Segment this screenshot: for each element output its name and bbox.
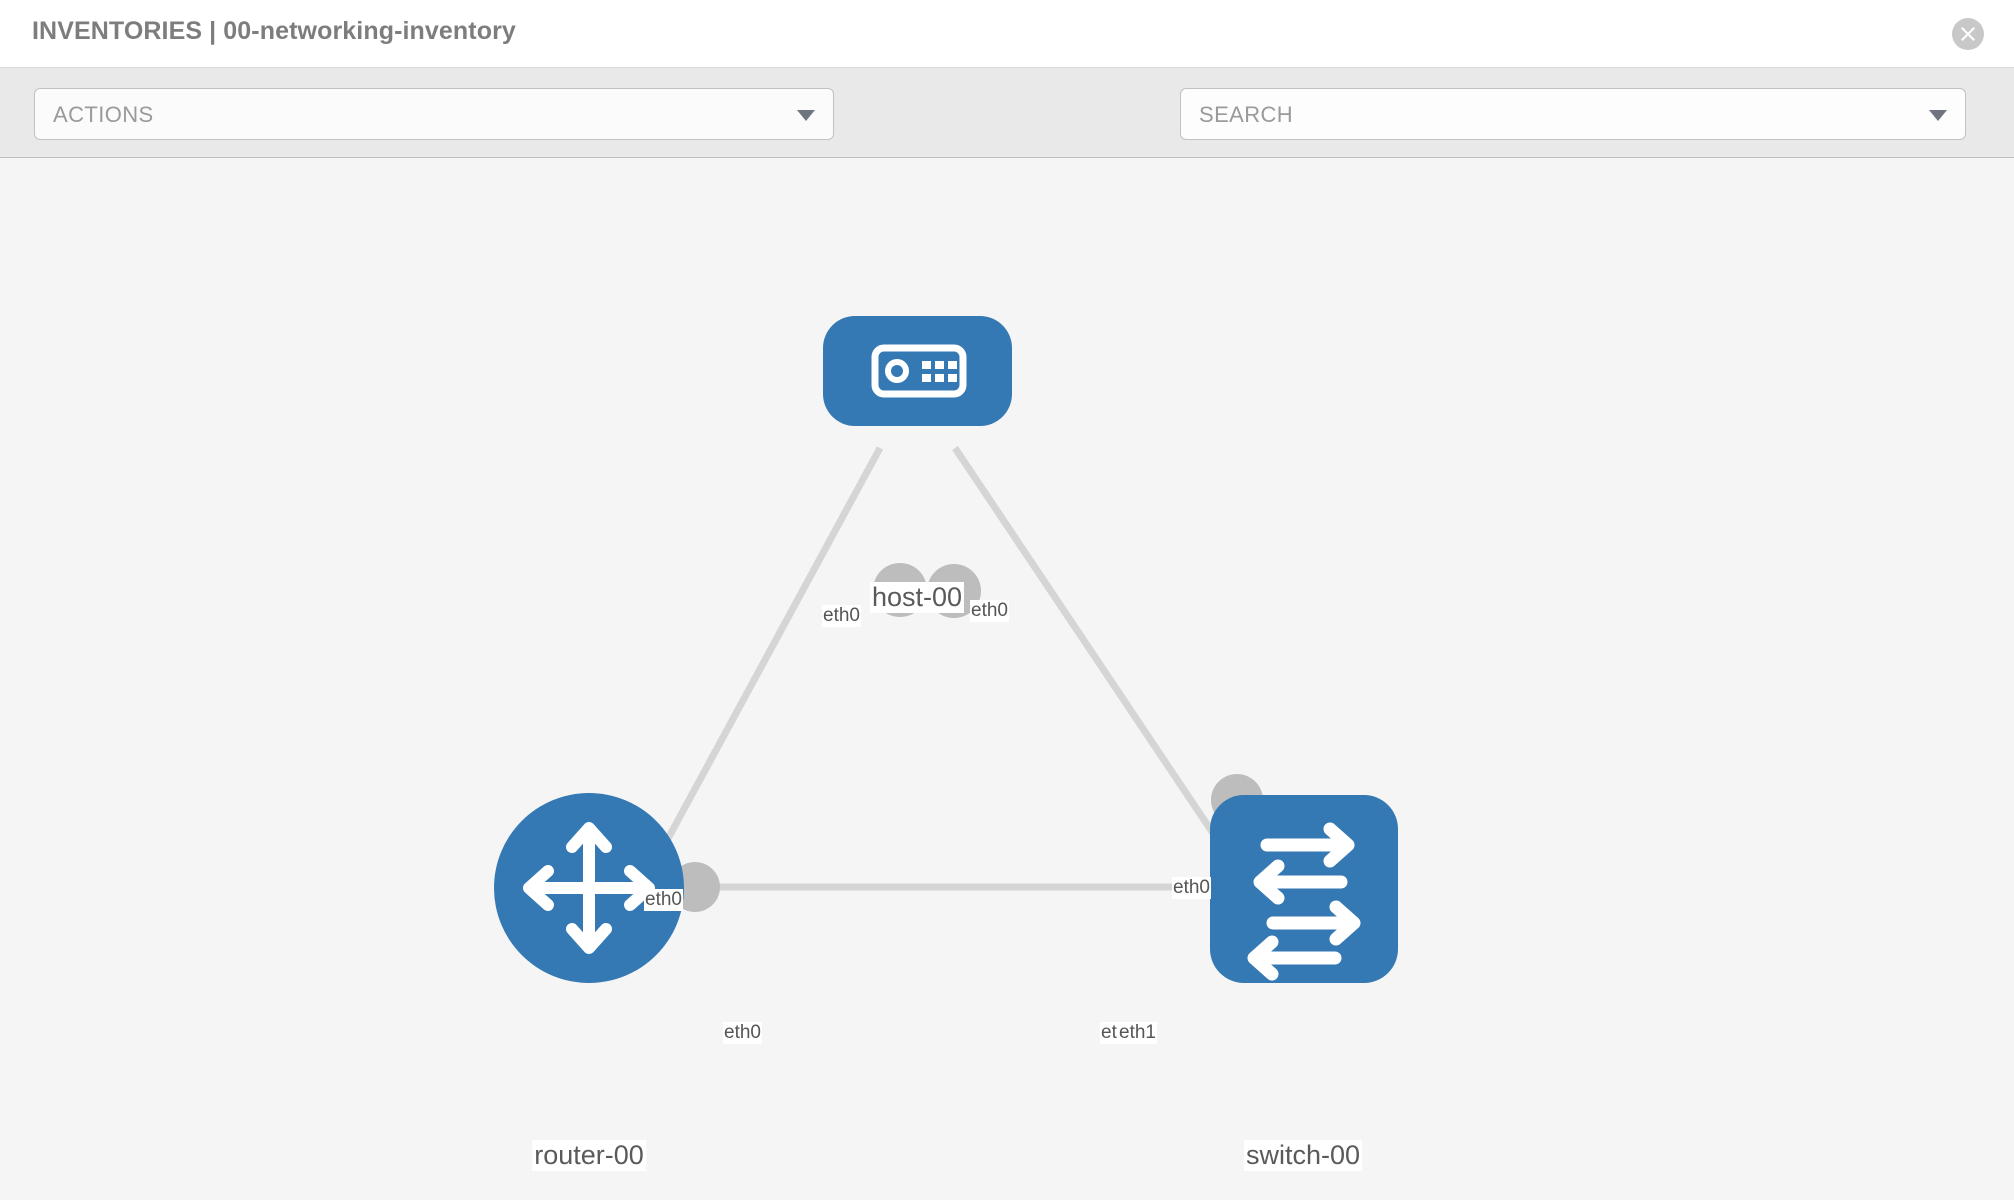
iface-label-router-uplink: eth0 — [644, 889, 683, 911]
node-host-00-body — [823, 316, 1012, 426]
iface-label-host-right: eth0 — [970, 600, 1009, 622]
search-input[interactable]: SEARCH — [1180, 88, 1966, 140]
page-title: INVENTORIES | 00-networking-inventory — [32, 17, 516, 45]
close-icon[interactable] — [1952, 18, 1984, 50]
chevron-down-icon[interactable] — [1929, 110, 1947, 121]
search-placeholder: SEARCH — [1199, 102, 1294, 127]
node-switch-00[interactable] — [1210, 795, 1398, 983]
close-x-glyph — [1961, 27, 1975, 41]
server-icon — [871, 344, 967, 398]
node-label-switch-00: switch-00 — [1243, 1140, 1363, 1171]
chevron-down-icon — [797, 110, 815, 121]
topology-canvas[interactable]: host-00 router-00 switch-00 eth0 eth0 et… — [0, 158, 2014, 1200]
iface-label-switch-eth1: eth1 — [1118, 1022, 1157, 1044]
topology-graph — [494, 316, 1398, 983]
link-router-host[interactable] — [641, 446, 884, 883]
switch-arrows-icon — [1247, 822, 1361, 981]
node-router-00[interactable] — [494, 793, 684, 983]
toolbar: ACTIONS SEARCH — [0, 68, 2014, 198]
actions-dropdown[interactable]: ACTIONS — [34, 88, 834, 140]
node-label-host-00: host-00 — [869, 582, 965, 613]
page-header: INVENTORIES | 00-networking-inventory — [0, 0, 2014, 68]
iface-label-switch-uplink: eth0 — [1172, 877, 1211, 899]
iface-label-router-eth0: eth0 — [723, 1022, 762, 1044]
actions-dropdown-label: ACTIONS — [53, 102, 154, 127]
iface-label-host-left: eth0 — [822, 605, 861, 627]
router-arrows-icon — [523, 822, 655, 954]
node-host-00[interactable] — [823, 316, 1012, 426]
topology-links — [641, 446, 1248, 891]
node-label-router-00: router-00 — [532, 1140, 646, 1171]
link-host-switch[interactable] — [952, 446, 1248, 883]
topology-connectors — [670, 563, 1263, 912]
